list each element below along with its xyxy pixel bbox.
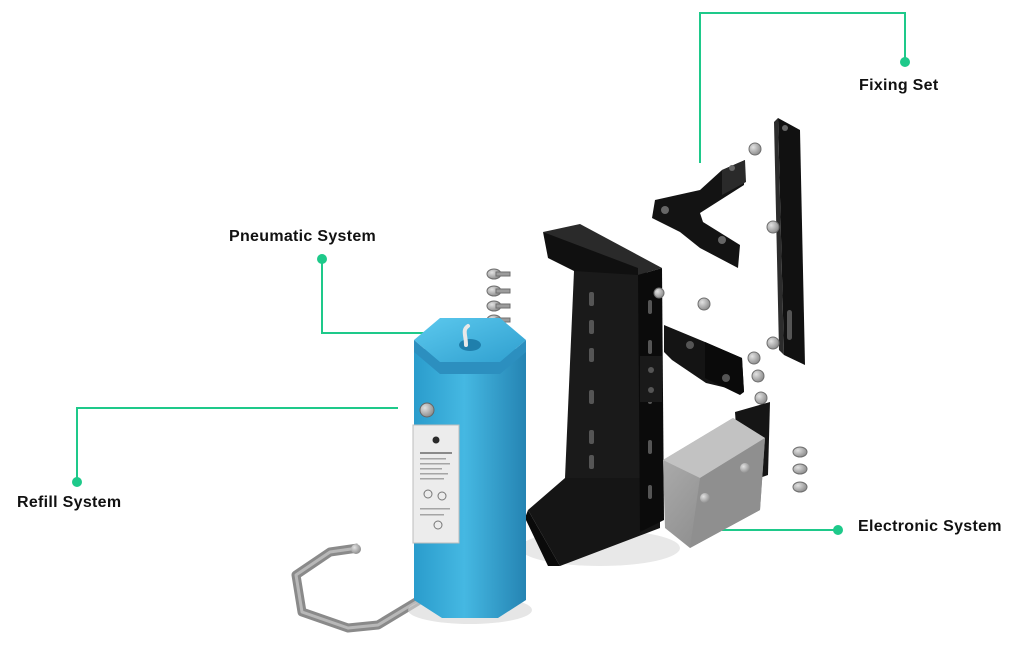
callout-label-fixing-set: Fixing Set (859, 77, 939, 94)
fixing-set-strip (774, 118, 805, 365)
leader-fixing-set (699, 12, 906, 163)
fixing-set-z-bracket (652, 160, 746, 268)
leader-refill-system (76, 407, 398, 482)
bolt-set-left (486, 268, 511, 326)
callout-label-refill-system: Refill System (17, 494, 122, 511)
callout-dot-pneumatic-system (317, 254, 327, 264)
electronic-enclosure (663, 402, 770, 548)
callout-dot-fixing-set (900, 57, 910, 67)
bolt-set-right (792, 446, 808, 493)
callout-label-electronic-system: Electronic System (858, 518, 1002, 535)
leader-pneumatic-system (321, 259, 428, 334)
callout-label-pneumatic-system: Pneumatic System (229, 228, 377, 245)
callout-dot-refill-system (72, 477, 82, 487)
fixing-nuts (653, 142, 780, 405)
refill-tank (408, 318, 532, 624)
mid-bracket (640, 325, 744, 402)
callout-dot-electronic-system (833, 525, 843, 535)
